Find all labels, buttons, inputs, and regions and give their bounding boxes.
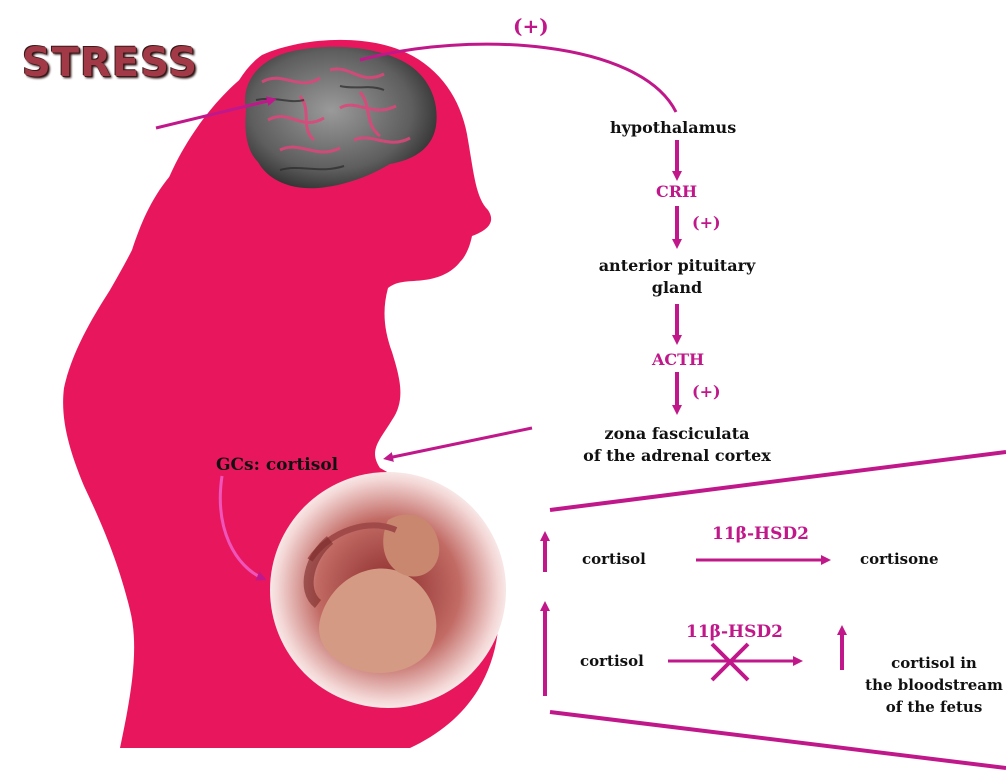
enzyme-upper-label: 11β-HSD2	[712, 524, 809, 544]
cortisone-label: cortisone	[860, 550, 939, 568]
fetus-label-1: cortisol in	[864, 654, 1004, 672]
cortisol-lower-label: cortisol	[580, 652, 644, 670]
fetus-label-2: the bloodstream	[864, 676, 1004, 694]
anterior-pituitary-label-1: anterior pituitary	[590, 256, 764, 275]
fetus-label-3: of the fetus	[864, 698, 1004, 716]
arrow-adrenal-to-gcs	[388, 428, 532, 458]
zona-label-1: zona fasciculata	[570, 424, 784, 443]
plus-crh: (+)	[692, 213, 721, 232]
fetus-womb-image	[270, 472, 506, 708]
anterior-pituitary-label-2: gland	[590, 278, 764, 297]
acth-label: ACTH	[652, 350, 704, 369]
hypothalamus-label: hypothalamus	[610, 118, 736, 137]
cortisol-upper-label: cortisol	[582, 550, 646, 568]
zona-label-2: of the adrenal cortex	[570, 446, 784, 465]
crh-label: CRH	[656, 182, 697, 201]
funnel-bottom-line	[550, 712, 1006, 768]
enzyme-lower-label: 11β-HSD2	[686, 622, 783, 642]
stress-label: STRESS	[22, 40, 198, 86]
plus-acth: (+)	[692, 382, 721, 401]
gcs-cortisol-label: GCs: cortisol	[216, 455, 338, 475]
plus-top: (+)	[513, 14, 549, 38]
